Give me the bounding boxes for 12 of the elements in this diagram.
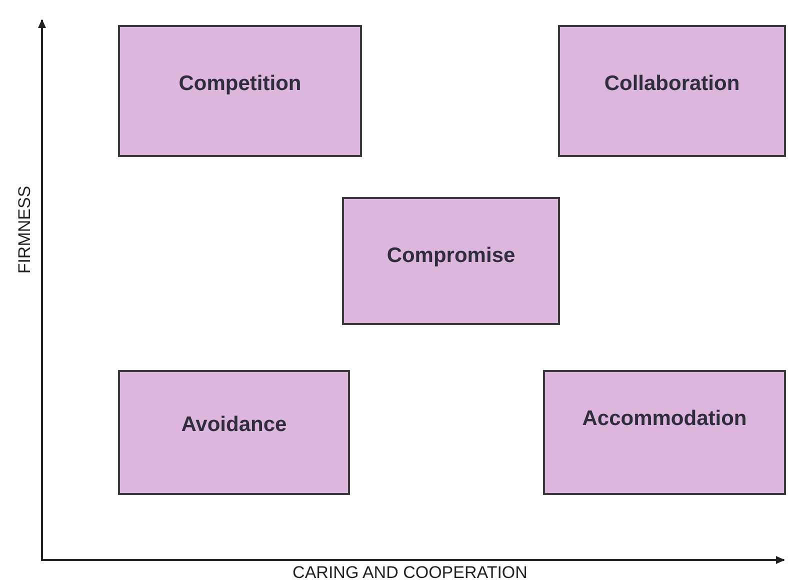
style-box [342, 197, 560, 325]
box-label: Compromise [386, 243, 516, 269]
box-label: Accommodation [582, 406, 747, 432]
style-box [543, 370, 786, 495]
box-label: Competition [178, 71, 302, 97]
style-box [118, 370, 350, 495]
style-box [558, 25, 786, 157]
axis-label: FIRMNESS [14, 186, 36, 274]
style-box [118, 25, 362, 157]
box-label: Avoidance [181, 412, 287, 438]
box-label: Collaboration [604, 71, 740, 97]
axis-label: CARING AND COOPERATION [292, 564, 528, 581]
